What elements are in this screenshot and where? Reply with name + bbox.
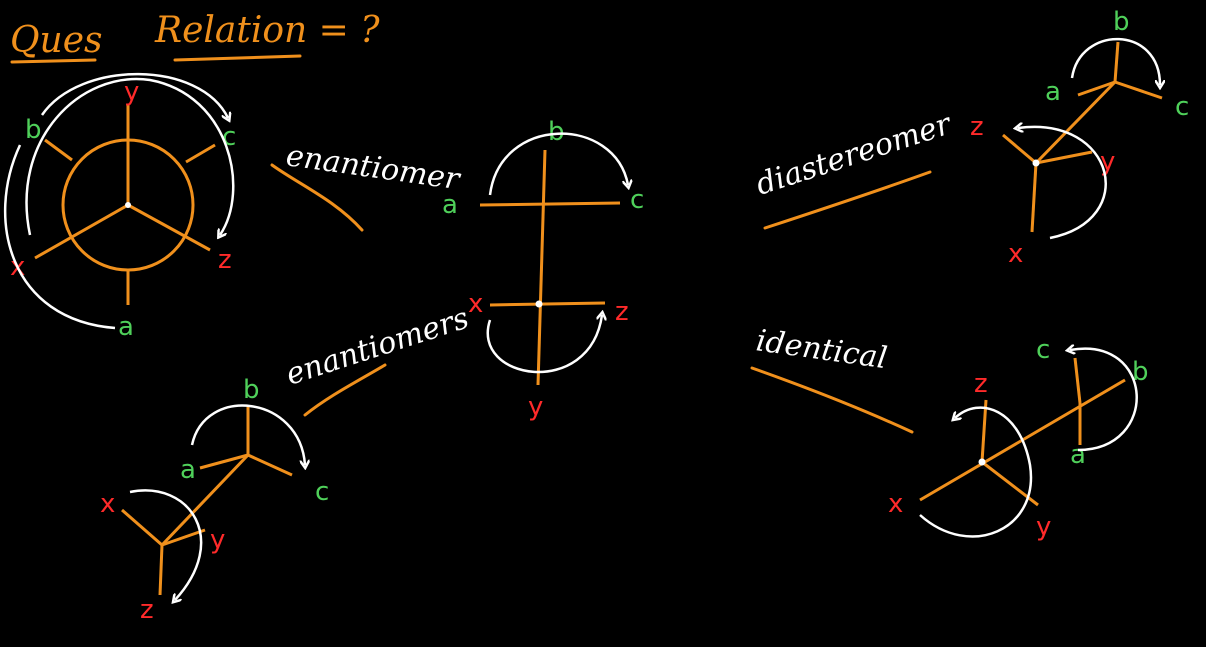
newman-back-bond-upper-left bbox=[44, 138, 73, 162]
fischer-label-left-bottom: x bbox=[468, 289, 483, 319]
sawhorse-2-bond-front-right bbox=[1114, 80, 1163, 100]
title-ques: Ques bbox=[10, 20, 102, 61]
sawhorse-2-label-back-right: y bbox=[1100, 147, 1115, 177]
relation-bottom-right-line bbox=[750, 366, 914, 434]
sawhorse-2-bond-front-left bbox=[1077, 80, 1116, 97]
relation-bottom-left-text: enantiomers bbox=[282, 301, 473, 393]
sawhorse-3-label-back-left: x bbox=[888, 489, 903, 519]
newman-arrow-inner bbox=[25, 77, 235, 235]
sawhorse-2-label-top: b bbox=[1113, 7, 1130, 37]
newman-bond-lower-right bbox=[127, 203, 211, 252]
sawhorse-2-bond-back-right bbox=[1035, 150, 1093, 165]
fischer-center-dot bbox=[535, 300, 543, 308]
fischer-projection: b a c x z y bbox=[442, 117, 644, 422]
relation-bottom-right-text: identical bbox=[754, 323, 889, 376]
sawhorse-2-label-back-left: z bbox=[970, 112, 984, 142]
newman-label-upper-right: c bbox=[222, 122, 236, 152]
sawhorse-1-bond-back-right bbox=[161, 528, 206, 547]
sawhorse-2-label-back-bottom: x bbox=[1008, 239, 1023, 269]
fischer-top-horizontal bbox=[479, 201, 621, 207]
fischer-vertical-bond bbox=[536, 149, 547, 386]
fischer-label-bottom: y bbox=[528, 392, 543, 422]
sawhorse-1-label-top: b bbox=[243, 375, 260, 405]
sawhorse-3-label-front-top: c bbox=[1036, 335, 1050, 365]
relation-bottom-right: identical bbox=[750, 323, 914, 434]
sawhorse-1-cc-bond bbox=[160, 453, 250, 547]
sawhorse-3-arrow-front bbox=[1070, 349, 1138, 452]
sawhorse-3-bond-back-top bbox=[980, 399, 988, 463]
sawhorse-2-bond-back-left bbox=[1002, 133, 1037, 165]
title-relation-underline bbox=[173, 54, 302, 62]
newman-label-top: y bbox=[124, 77, 139, 107]
relation-top-right-line bbox=[763, 170, 932, 230]
newman-arrow-outer bbox=[3, 144, 116, 330]
sawhorse-1-arrow-front bbox=[190, 404, 305, 465]
sawhorse-1-label-back-left: x bbox=[100, 489, 115, 519]
sawhorse-2-bond-top bbox=[1113, 41, 1120, 83]
sawhorse-2: b a c z x y bbox=[970, 7, 1189, 269]
sawhorse-2-label-front-left: a bbox=[1045, 77, 1061, 107]
fischer-label-right-bottom: z bbox=[615, 297, 629, 327]
title-group: Ques Relation = ? bbox=[10, 10, 380, 64]
sawhorse-1-label-front-left: a bbox=[180, 455, 196, 485]
sawhorse-1-label-front-right: c bbox=[315, 477, 329, 507]
sawhorse-1-bond-back-left bbox=[121, 508, 163, 547]
relation-bottom-left: enantiomers bbox=[282, 301, 473, 417]
sawhorse-1: b a c x z y bbox=[100, 375, 329, 625]
relation-bottom-left-line bbox=[303, 363, 387, 417]
newman-arrow-top bbox=[40, 72, 228, 118]
sawhorse-2-center-dot bbox=[1032, 159, 1040, 167]
sawhorse-3-label-front-bottom: a bbox=[1070, 440, 1086, 470]
sawhorse-3-bond-front-top bbox=[1073, 357, 1082, 404]
sawhorse-3-label-back-top: z bbox=[974, 369, 988, 399]
newman-back-bond-upper-right bbox=[185, 143, 216, 164]
sawhorse-1-bond-front-right bbox=[247, 453, 293, 477]
title-ques-underline bbox=[10, 58, 97, 64]
sawhorse-1-label-back-right: y bbox=[210, 525, 225, 555]
newman-label-bottom: a bbox=[118, 312, 134, 342]
sawhorse-2-cc-bond bbox=[1034, 80, 1117, 165]
newman-center-dot bbox=[125, 202, 131, 208]
relation-top-left: enantiomer bbox=[270, 138, 463, 232]
sawhorse-3-label-front-right: b bbox=[1132, 357, 1149, 387]
sawhorse-1-label-back-bottom: z bbox=[140, 595, 154, 625]
sawhorse-3-label-back-bottom: y bbox=[1036, 512, 1051, 542]
fischer-arrow-bottom bbox=[486, 315, 602, 374]
title-relation: Relation = ? bbox=[154, 10, 380, 51]
sawhorse-1-bond-front-left bbox=[199, 453, 249, 470]
sawhorse-2-arrow-back bbox=[1018, 127, 1107, 240]
fischer-label-right-top: c bbox=[630, 185, 644, 215]
sawhorse-2-bond-back-bottom bbox=[1030, 162, 1038, 233]
newman-label-upper-left: b bbox=[25, 115, 42, 145]
newman-bond-lower-left bbox=[34, 203, 129, 260]
sawhorse-3-arrow-back bbox=[919, 406, 1033, 538]
fischer-label-top: b bbox=[548, 117, 565, 147]
sawhorse-3-center-dot bbox=[978, 458, 986, 466]
sawhorse-2-arrow-front bbox=[1070, 37, 1160, 85]
sawhorse-1-bond-back-bottom bbox=[158, 544, 164, 596]
fischer-label-left-top: a bbox=[442, 190, 458, 220]
sawhorse-1-arrow-back bbox=[129, 489, 203, 600]
relation-top-right-text: diastereomer bbox=[752, 106, 957, 202]
fischer-arrow-top bbox=[488, 132, 628, 196]
relation-top-right: diastereomer bbox=[752, 106, 957, 230]
newman-projection: y b c x z a bbox=[3, 72, 236, 342]
sawhorse-2-label-front-right: c bbox=[1175, 92, 1189, 122]
sawhorse-3: c b a z x y bbox=[888, 335, 1149, 542]
fischer-bottom-horizontal bbox=[489, 301, 606, 307]
relation-top-left-line bbox=[270, 163, 364, 232]
newman-label-lower-right: z bbox=[218, 245, 232, 275]
